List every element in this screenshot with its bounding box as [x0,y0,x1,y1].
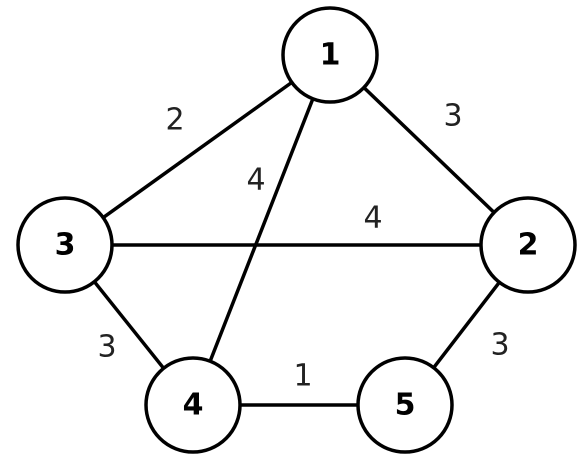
edge-1-3 [63,53,332,247]
node-4: 4 [144,356,242,454]
edge-weights: 2 3 4 4 3 1 3 [97,99,509,394]
node-2-circle [479,196,577,294]
nodes: 1 2 3 4 5 [16,6,577,454]
node-5: 5 [356,356,454,454]
node-2-label: 2 [518,228,539,263]
node-4-circle [144,356,242,454]
node-5-circle [356,356,454,454]
edge-weight-1-4: 4 [246,163,265,198]
edge-weight-3-2: 4 [363,201,382,236]
node-1-circle [281,6,379,104]
node-4-label: 4 [183,388,204,423]
node-5-label: 5 [395,388,416,423]
node-3-circle [16,196,114,294]
edge-1-4 [191,54,332,406]
edge-weight-1-2: 3 [443,99,462,134]
node-1: 1 [281,6,379,104]
node-3-label: 3 [55,228,76,263]
edge-weight-4-5: 1 [293,359,312,394]
edge-weight-3-4: 3 [97,330,116,365]
node-3: 3 [16,196,114,294]
node-1-label: 1 [320,38,341,73]
node-2: 2 [479,196,577,294]
edge-weight-5-2: 3 [490,328,509,363]
edge-weight-1-3: 2 [165,103,184,138]
